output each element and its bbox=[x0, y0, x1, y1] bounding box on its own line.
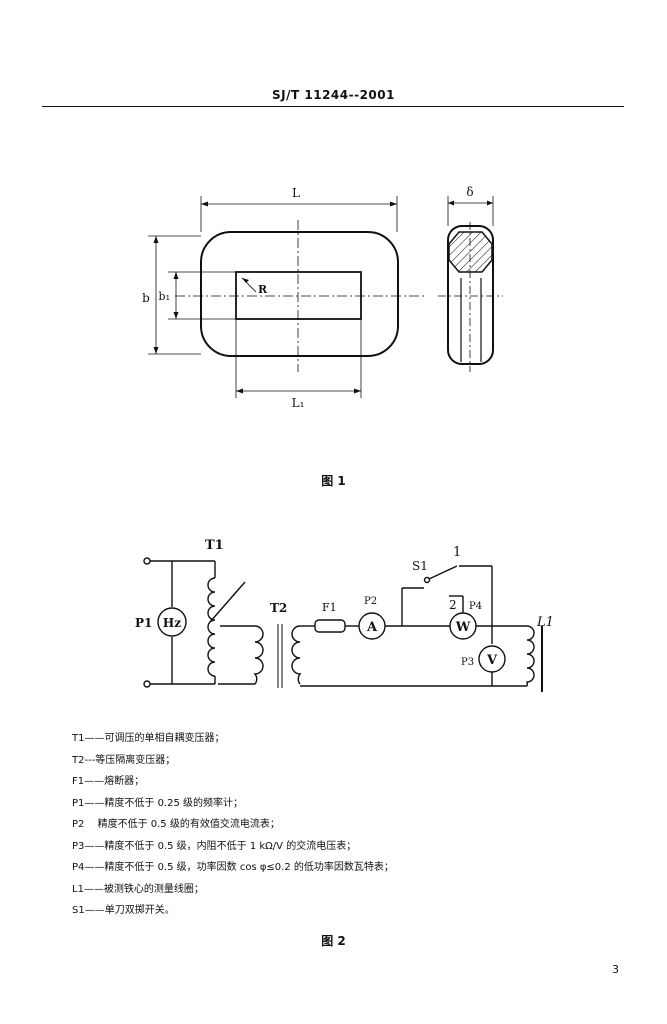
legend-item-P3: P3——精度不低于 0.5 级，内阻不低于 1 kΩ/V 的交流电压表； bbox=[72, 840, 357, 852]
header-rule bbox=[42, 106, 624, 107]
legend-item-T2: T2---等压隔离变压器； bbox=[72, 754, 176, 766]
standard-number-header: SJ/T 11244--2001 bbox=[272, 88, 395, 102]
label-F1: F1 bbox=[322, 601, 337, 614]
legend-item-S1: S1——单刀双掷开关。 bbox=[72, 905, 175, 916]
dim-delta-label: δ bbox=[466, 185, 473, 199]
dim-b-label: b bbox=[142, 291, 150, 305]
meter-v-symbol: V bbox=[486, 653, 498, 668]
label-P1: P1 bbox=[135, 616, 152, 630]
legend-item-P2: P2 精度不低于 0.5 级的有效值交流电流表； bbox=[72, 819, 280, 830]
dim-L1-label: L₁ bbox=[292, 396, 305, 410]
legend-item-T1: T1——可调压的单相自耦变压器； bbox=[72, 733, 225, 744]
dim-L-label: L bbox=[292, 186, 300, 200]
label-pos1: 1 bbox=[453, 545, 461, 560]
figure2-circuit-diagram: Hz A W V T1 P1 T2 F1 P2 S1 1 2 P4 P3 L1 bbox=[135, 538, 554, 692]
meter-w-symbol: W bbox=[455, 620, 471, 635]
label-P4: P4 bbox=[469, 601, 482, 612]
label-T1: T1 bbox=[205, 538, 224, 553]
legend-item-F1: F1——熔断器； bbox=[72, 776, 145, 787]
legend-item-P4: P4——精度不低于 0.5 级，功率因数 cos φ≤0.2 的低功率因数瓦特表… bbox=[72, 862, 394, 873]
label-T2: T2 bbox=[270, 601, 287, 615]
label-pos2: 2 bbox=[449, 598, 457, 612]
dim-b1-label: b₁ bbox=[159, 290, 170, 303]
label-P3: P3 bbox=[461, 657, 474, 668]
radius-R-label: R bbox=[258, 283, 268, 296]
label-L1: L1 bbox=[536, 615, 554, 630]
label-S1: S1 bbox=[412, 559, 428, 573]
label-P2: P2 bbox=[364, 596, 377, 607]
legend-item-L1: L1——被测铁心的测量线圈； bbox=[72, 883, 204, 895]
figure1-core-drawing: L L₁ b b₁ R δ bbox=[142, 185, 503, 410]
figure1-caption: 图 1 bbox=[321, 474, 346, 488]
figure2-legend: T1——可调压的单相自耦变压器； T2---等压隔离变压器； F1——熔断器； … bbox=[72, 728, 632, 922]
meter-a-symbol: A bbox=[366, 620, 378, 635]
page-number: 3 bbox=[612, 963, 619, 976]
core-window bbox=[235, 271, 362, 320]
legend-item-P1: P1——精度不低于 0.25 级的频率计； bbox=[72, 797, 244, 809]
figure2-caption: 图 2 bbox=[321, 934, 346, 948]
core-cross-section-hatched bbox=[448, 231, 493, 273]
meter-hz-symbol: Hz bbox=[163, 616, 181, 630]
